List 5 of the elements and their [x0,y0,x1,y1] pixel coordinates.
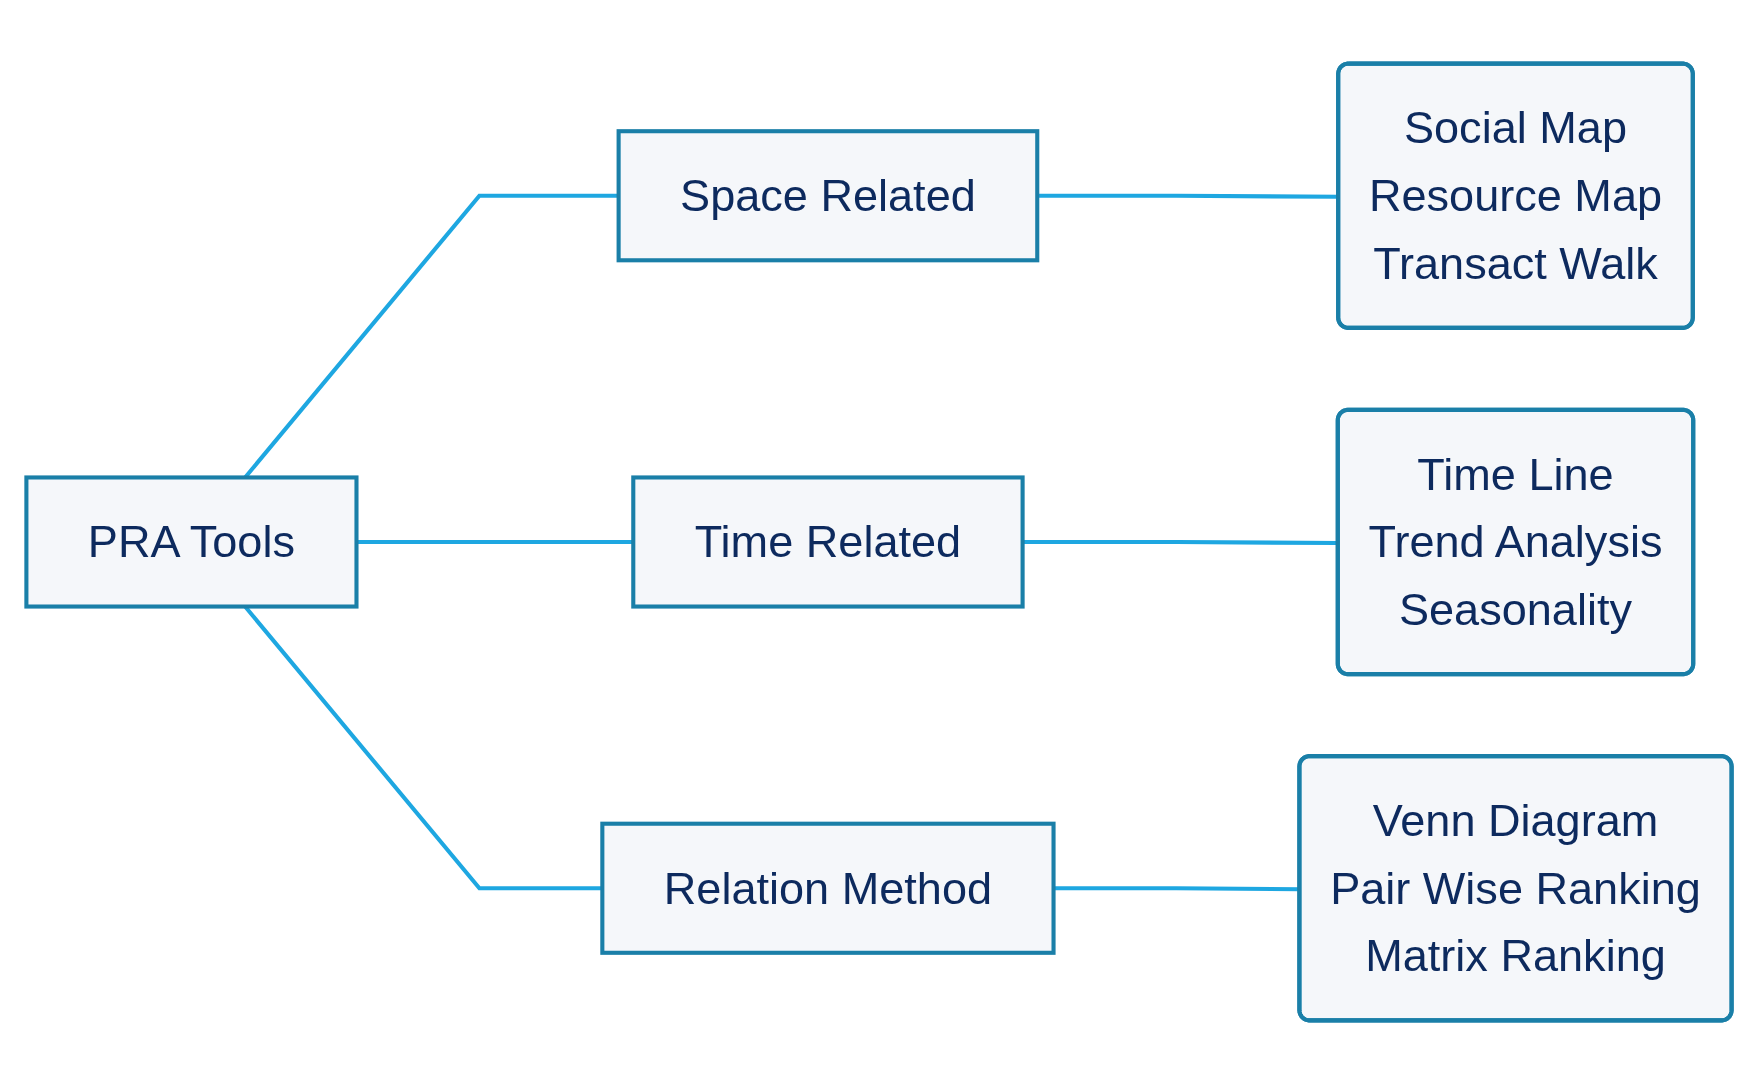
node-box: PRA Tools [24,475,359,609]
node-box: Space Related [616,129,1040,263]
node-box: Time Related [631,475,1025,609]
node-box: Relation Method [600,821,1056,955]
connector [1022,539,1339,546]
